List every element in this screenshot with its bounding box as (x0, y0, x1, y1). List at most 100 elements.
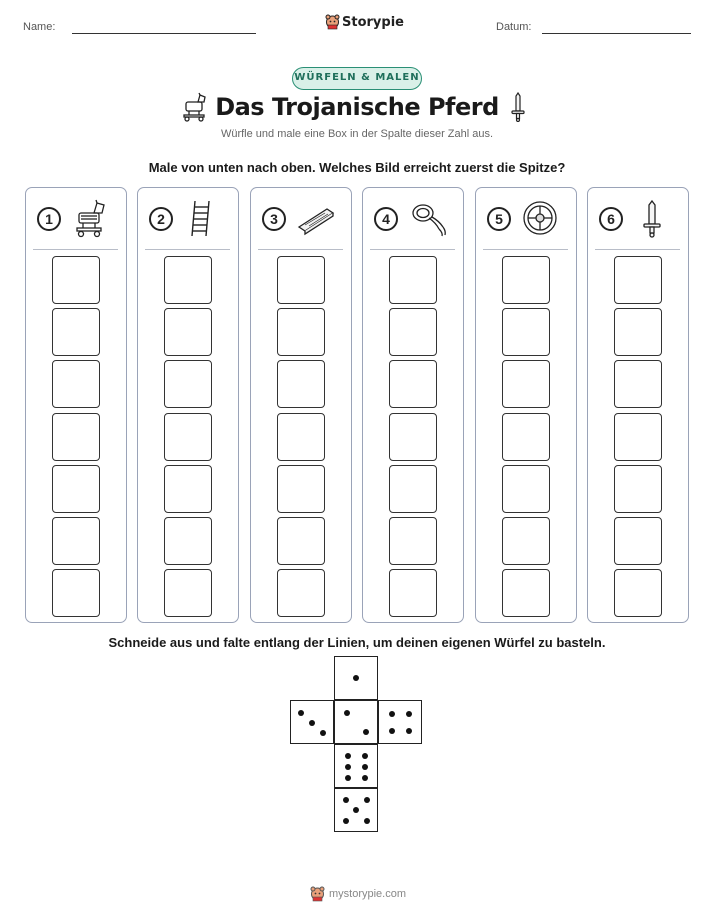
color-box[interactable] (51, 308, 100, 357)
ladder-icon (184, 199, 222, 244)
color-box[interactable] (501, 412, 550, 461)
pip (345, 764, 351, 770)
color-box[interactable] (613, 412, 662, 461)
brand-logo: Storypie (325, 13, 404, 33)
column-6: 6 (587, 187, 689, 623)
color-box[interactable] (163, 360, 212, 409)
color-box[interactable] (51, 360, 100, 409)
date-field[interactable] (542, 33, 691, 34)
color-box[interactable] (51, 412, 100, 461)
pip (362, 753, 368, 759)
color-box[interactable] (276, 256, 325, 304)
pip (343, 797, 349, 803)
wooden-plank-icon (297, 199, 335, 244)
page-title: Das Trojanische Pferd (215, 93, 499, 121)
dice-face-5 (334, 788, 378, 832)
storypie-mascot-icon (310, 886, 325, 902)
pip (389, 728, 395, 734)
column-divider (33, 249, 118, 250)
pip (345, 753, 351, 759)
pip (389, 711, 395, 717)
column-number: 6 (599, 207, 623, 231)
color-box[interactable] (613, 256, 662, 304)
pip (353, 675, 359, 681)
dice-face-6 (334, 744, 378, 788)
color-box[interactable] (163, 412, 212, 461)
color-box[interactable] (51, 517, 100, 565)
color-box[interactable] (388, 360, 437, 409)
dice-face-1 (334, 656, 378, 700)
pip (364, 797, 370, 803)
color-box[interactable] (163, 517, 212, 565)
color-box[interactable] (501, 517, 550, 565)
trojan-horse-icon (72, 199, 110, 244)
column-3: 3 (250, 187, 352, 623)
column-number: 1 (37, 207, 61, 231)
sword-icon (634, 199, 672, 244)
pip (343, 818, 349, 824)
footer-url[interactable]: mystorypie.com (329, 888, 407, 900)
footer: mystorypie.com (310, 886, 420, 904)
column-divider (483, 249, 568, 250)
color-box[interactable] (276, 517, 325, 565)
pip (353, 807, 359, 813)
color-box[interactable] (388, 517, 437, 565)
storypie-mascot-icon (325, 14, 340, 30)
sword-title-icon (511, 92, 525, 122)
color-box[interactable] (501, 256, 550, 304)
dice-face-3 (290, 700, 334, 744)
pip (345, 775, 351, 781)
date-label: Datum: (496, 21, 532, 33)
dice-face-4 (378, 700, 422, 744)
color-box[interactable] (163, 308, 212, 357)
color-box[interactable] (163, 569, 212, 618)
column-number: 3 (262, 207, 286, 231)
instruction-text: Male von unten nach oben. Welches Bild e… (148, 160, 566, 175)
color-box[interactable] (276, 464, 325, 513)
color-box[interactable] (501, 569, 550, 618)
trojan-horse-title-icon (183, 92, 206, 122)
name-field[interactable] (72, 33, 256, 34)
column-5: 5 (475, 187, 577, 623)
subtitle: Würfle und male eine Box in der Spalte d… (220, 128, 494, 140)
color-box[interactable] (613, 569, 662, 618)
color-box[interactable] (51, 464, 100, 513)
color-box[interactable] (501, 360, 550, 409)
dice-face-2 (334, 700, 378, 744)
color-box[interactable] (613, 517, 662, 565)
activity-badge: WÜRFELN & MALEN (292, 67, 422, 90)
color-box[interactable] (51, 569, 100, 618)
column-divider (595, 249, 680, 250)
color-box[interactable] (613, 464, 662, 513)
pip (363, 729, 369, 735)
column-4: 4 (362, 187, 464, 623)
color-box[interactable] (501, 308, 550, 357)
color-box[interactable] (276, 412, 325, 461)
color-box[interactable] (613, 308, 662, 357)
color-box[interactable] (613, 360, 662, 409)
column-number: 2 (149, 207, 173, 231)
color-box[interactable] (501, 464, 550, 513)
color-box[interactable] (51, 256, 100, 304)
pip (362, 764, 368, 770)
color-box[interactable] (276, 308, 325, 357)
color-box[interactable] (276, 569, 325, 618)
brand-name: Storypie (342, 15, 404, 30)
column-number: 5 (487, 207, 511, 231)
pip (406, 728, 412, 734)
column-divider (258, 249, 343, 250)
color-box[interactable] (388, 256, 437, 304)
dice-net[interactable] (290, 656, 426, 836)
color-box[interactable] (388, 308, 437, 357)
pip (406, 711, 412, 717)
color-box[interactable] (163, 256, 212, 304)
color-box[interactable] (276, 360, 325, 409)
color-box[interactable] (388, 569, 437, 618)
pip (362, 775, 368, 781)
pip (364, 818, 370, 824)
color-box[interactable] (163, 464, 212, 513)
color-box[interactable] (388, 464, 437, 513)
column-divider (370, 249, 455, 250)
dice-instruction: Schneide aus und falte entlang der Linie… (108, 635, 606, 650)
color-box[interactable] (388, 412, 437, 461)
